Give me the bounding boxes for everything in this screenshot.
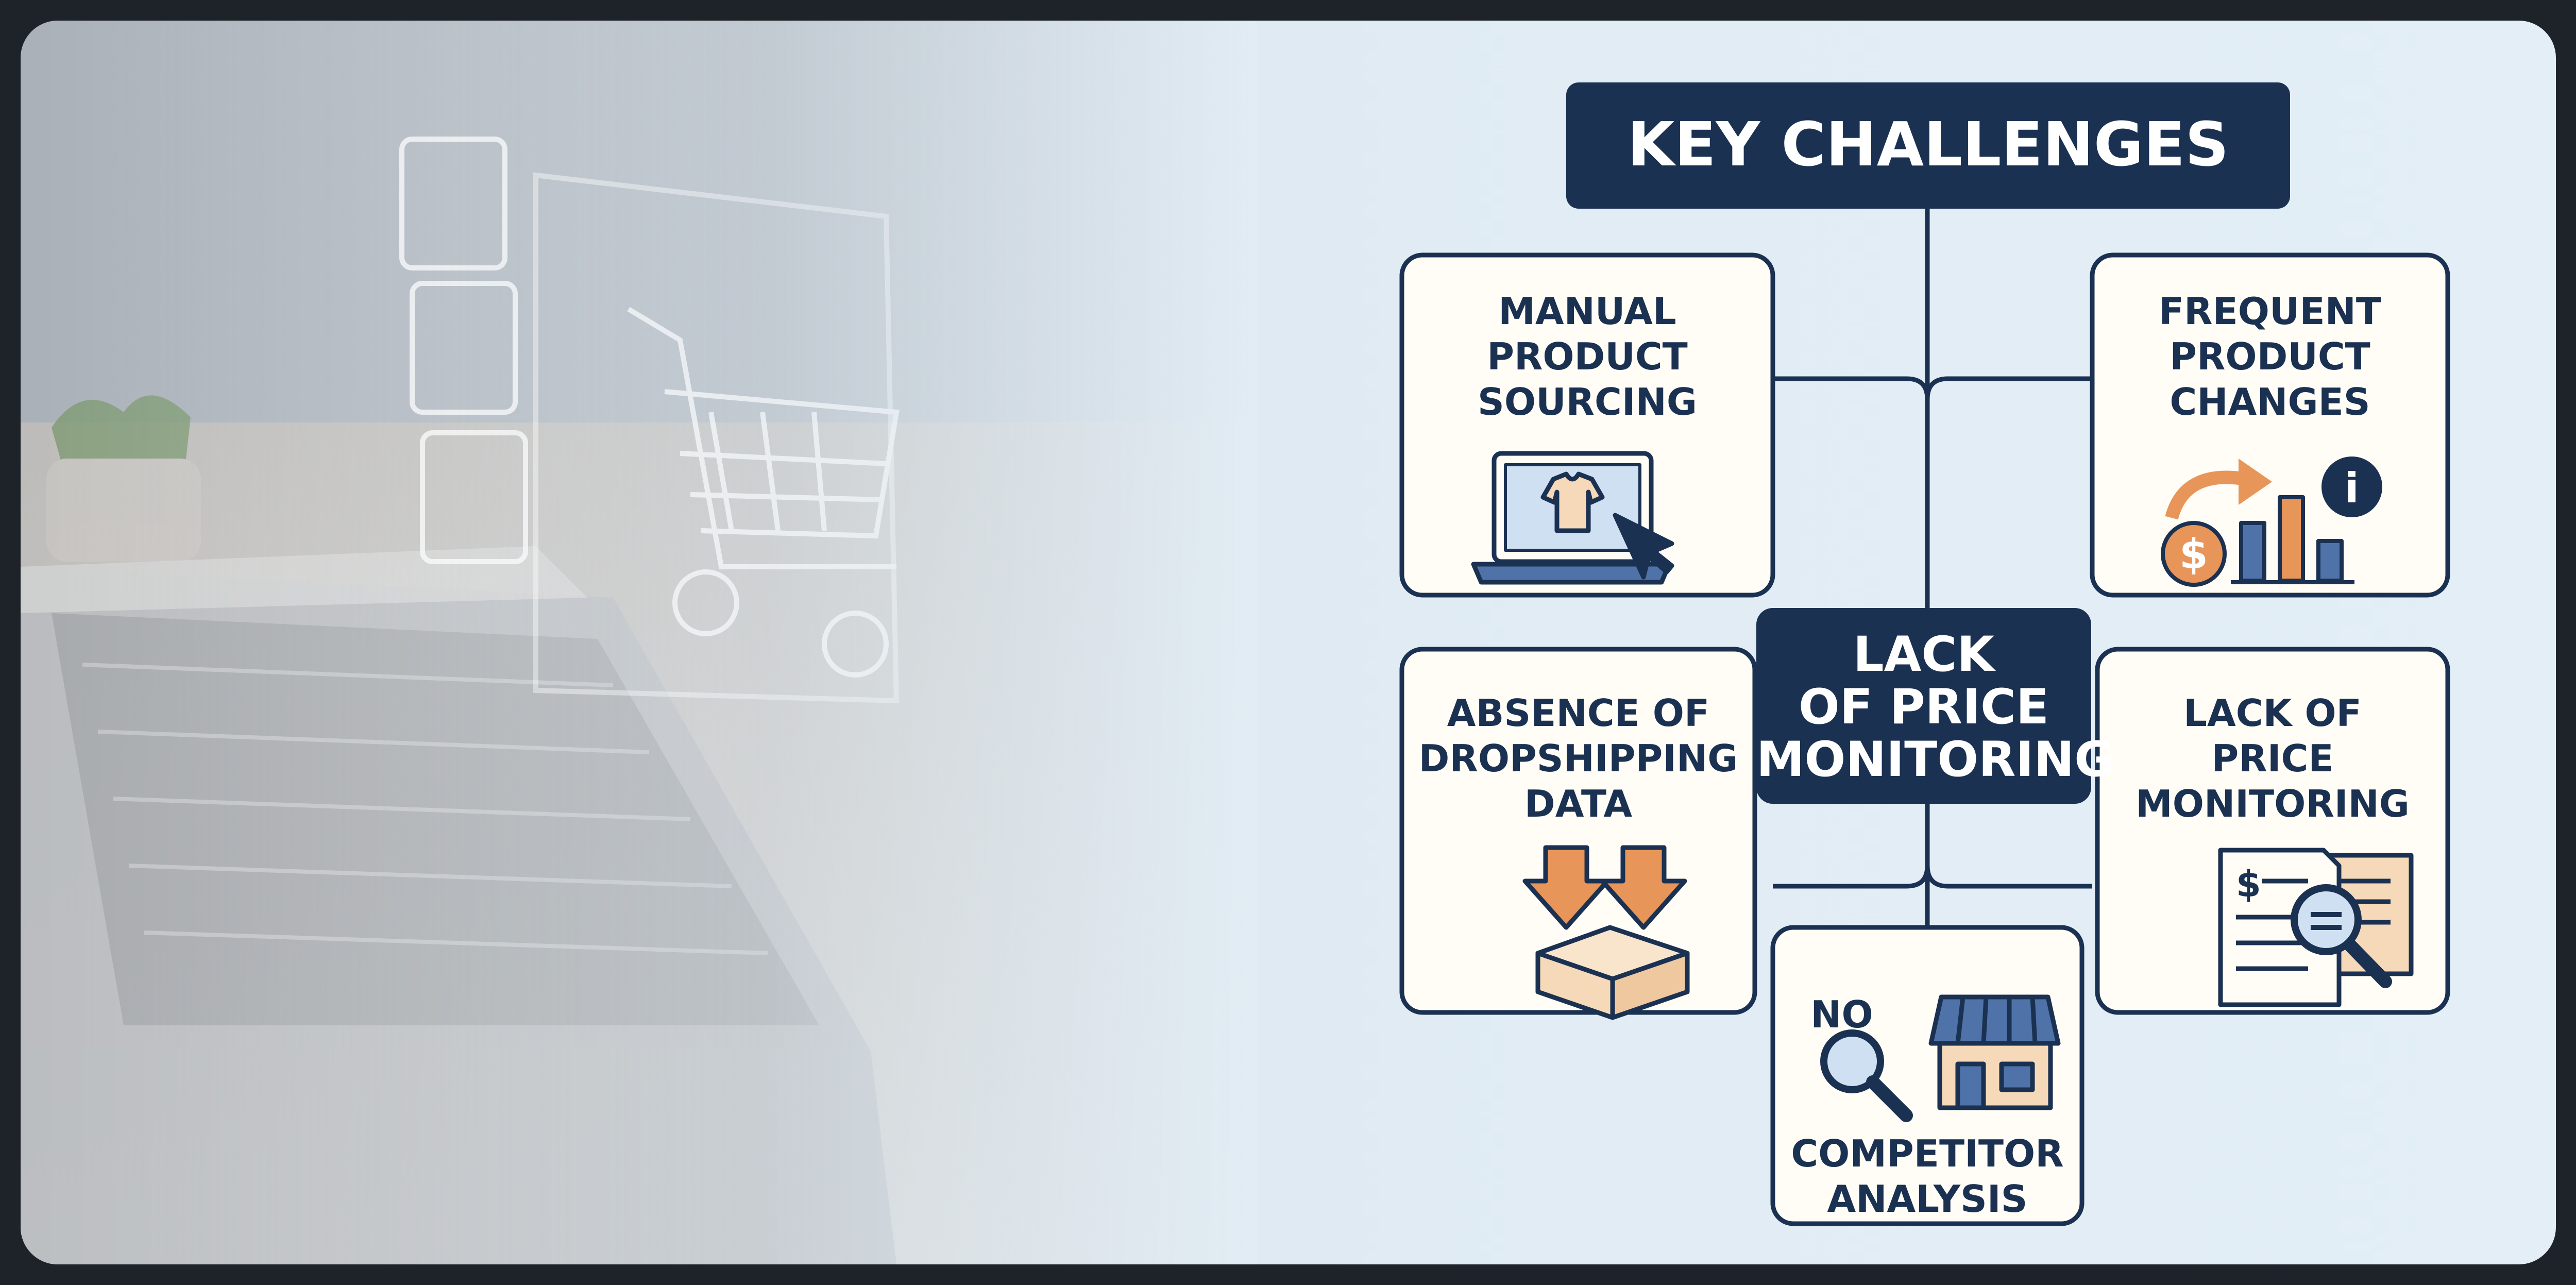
dropshipping-line-3: DATA [1524,782,1633,825]
competitor-analysis-label: COMPETITOR ANALYSIS [1773,1131,2082,1222]
arrows-box-icon [1522,845,1690,1020]
svg-text:i: i [2345,464,2359,512]
svg-text:$: $ [2236,863,2261,905]
competitor-line-2: ANALYSIS [1827,1177,2028,1221]
banner-frame: $ i $ [21,21,2556,1264]
laptop-tshirt-cursor-icon [1471,451,1674,585]
center-line-2: OF PRICE [1798,679,2049,735]
price-line-3: MONITORING [2136,782,2410,825]
manual-line-2: PRODUCT [1487,335,1688,378]
frequent-line-3: CHANGES [2170,380,2370,424]
center-line-1: LACK [1853,627,1995,683]
price-line-2: PRICE [2211,737,2334,780]
svg-text:$: $ [2179,530,2208,578]
diagram-title: KEY CHALLENGES [1627,109,2229,180]
manual-sourcing-label: MANUAL PRODUCT SOURCING [1402,289,1773,425]
manual-line-1: MANUAL [1498,290,1676,333]
card-dropshipping-data [1399,647,1757,1015]
competitor-line-1: COMPETITOR [1791,1132,2064,1175]
background-photo [21,21,1257,1264]
dropshipping-data-label: ABSENCE OF DROPSHIPPING DATA [1402,690,1755,826]
frequent-line-2: PRODUCT [2170,335,2370,378]
dropshipping-line-1: ABSENCE OF [1447,691,1710,735]
frequent-line-1: FREQUENT [2158,290,2382,333]
connector-lines [1773,209,2092,927]
dropshipping-line-2: DROPSHIPPING [1418,737,1738,780]
price-monitoring-label: LACK OF PRICE MONITORING [2097,690,2448,826]
dollar-bar-chart-info-icon: $ i [2161,456,2382,587]
magnifier-storefront-icon [1820,994,2061,1122]
center-line-3: MONITORING [1756,732,2114,788]
price-line-1: LACK OF [2183,691,2362,735]
manual-line-3: SOURCING [1478,380,1697,424]
key-challenges-diagram: $ i $ [1399,82,2450,1226]
price-document-magnifier-icon: $ [2218,848,2414,1007]
frequent-changes-label: FREQUENT PRODUCT CHANGES [2092,289,2448,425]
center-box [1756,608,2091,804]
competitor-no-label: NO [1810,993,1873,1036]
header-box [1566,82,2290,209]
center-box-label: LACK OF PRICE MONITORING [1756,627,2114,788]
